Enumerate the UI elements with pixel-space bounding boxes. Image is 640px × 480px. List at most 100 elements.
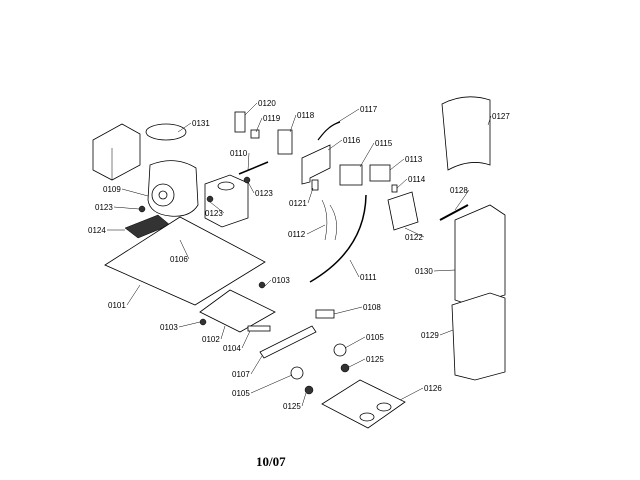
part-label-0101: 0101 [108,301,126,310]
leader-line [177,122,192,133]
part-0125-lamp-holder [304,385,314,395]
part-0122-board [387,191,419,231]
part-label-0103: 0103 [160,323,178,332]
leader-line [454,189,470,211]
leader-line [349,259,360,278]
leader-line [209,201,225,214]
part-0120-plate [234,111,246,133]
part-label-0105: 0105 [232,389,250,398]
part-0128-rail [439,204,469,221]
part-label-0119: 0119 [263,114,281,123]
leader-line [247,181,255,194]
part-label-0106: 0106 [170,255,188,264]
part-0105-lamp [290,366,304,380]
part-0130-upper-chimney [454,204,506,306]
part-label-0117: 0117 [360,105,378,114]
leader-line [121,188,149,197]
part-0111-cable [309,194,367,283]
part-0125-lamp-holder [340,363,350,373]
part-label-0102: 0102 [202,335,220,344]
leader-line [399,387,424,401]
part-0112-wiring [321,199,337,241]
part-label-0125: 0125 [283,402,301,411]
part-label-0109: 0109 [103,185,121,194]
leader-line [301,392,307,407]
part-0129-lower-chimney [451,292,506,381]
part-drawings [92,96,506,429]
part-label-0124: 0124 [88,226,106,235]
leader-line [327,139,343,151]
part-label-0105: 0105 [366,333,384,342]
leader-line [255,117,263,133]
part-label-0112: 0112 [288,230,306,239]
leader-line [334,108,360,125]
part-label-0123: 0123 [95,203,113,212]
part-0121-capacitor [311,179,319,191]
part-label-0114: 0114 [408,175,426,184]
date-code: 10/07 [256,454,286,469]
part-label-0108: 0108 [363,303,381,312]
leader-line [126,284,141,306]
part-0123-nut [138,205,146,213]
part-label-0122: 0122 [405,233,423,242]
leader-line [348,358,366,368]
leader-line [359,142,375,168]
leader-line [241,330,251,349]
part-0110-rod [238,161,269,175]
part-0113-transformer [369,164,391,182]
part-0123-nut [243,176,251,184]
part-label-0120: 0120 [258,99,276,108]
leader-line [178,321,201,328]
leader-line [244,102,258,116]
part-label-0104: 0104 [223,344,241,353]
part-0103-nut [258,281,266,289]
part-0123-nut [206,195,214,203]
leader-line [307,187,314,204]
part-0104-plate [247,325,271,332]
leader-line [389,158,405,171]
part-label-0107: 0107 [232,370,250,379]
leader-line [264,279,272,287]
part-label-0125: 0125 [366,355,384,364]
part-label-0130: 0130 [415,267,433,276]
leader-line [179,239,190,260]
leader-line [220,325,226,340]
part-label-0128: 0128 [450,186,468,195]
part-label-0113: 0113 [405,155,423,164]
leader-line [250,374,293,394]
part-0117-power-cord [317,121,341,141]
part-0107-light-strip [259,325,317,359]
leader-line [404,227,425,238]
part-label-0118: 0118 [297,111,315,120]
leader-line [289,114,297,133]
part-label-0129: 0129 [421,331,439,340]
part-0105-lamp [333,343,347,357]
part-0108-switch-module [315,309,335,319]
part-0131-collar [145,123,187,141]
part-0101-bottom-plate [104,216,266,306]
leader-line [247,152,250,171]
part-cover-bracket [92,123,141,181]
leader-line [487,115,492,126]
part-motor-housing [204,174,249,228]
part-0115-control-box [339,164,363,186]
part-label-0126: 0126 [424,384,442,393]
leader-line [439,329,454,336]
part-label-0116: 0116 [343,136,361,145]
leader-line [396,178,408,189]
part-0102-bracket [199,289,276,333]
leader-line [250,355,263,375]
part-label-0123: 0123 [205,209,223,218]
part-label-0121: 0121 [289,199,307,208]
part-label-0103: 0103 [272,276,290,285]
leader-line [344,336,366,349]
leader-lines [107,102,492,407]
part-label-0131: 0131 [192,119,210,128]
part-label-0111: 0111 [360,273,377,282]
part-0126-tray [321,379,406,429]
part-label-0110: 0110 [230,149,248,158]
part-0116-cover [301,144,331,185]
part-0119-switch [250,129,260,139]
